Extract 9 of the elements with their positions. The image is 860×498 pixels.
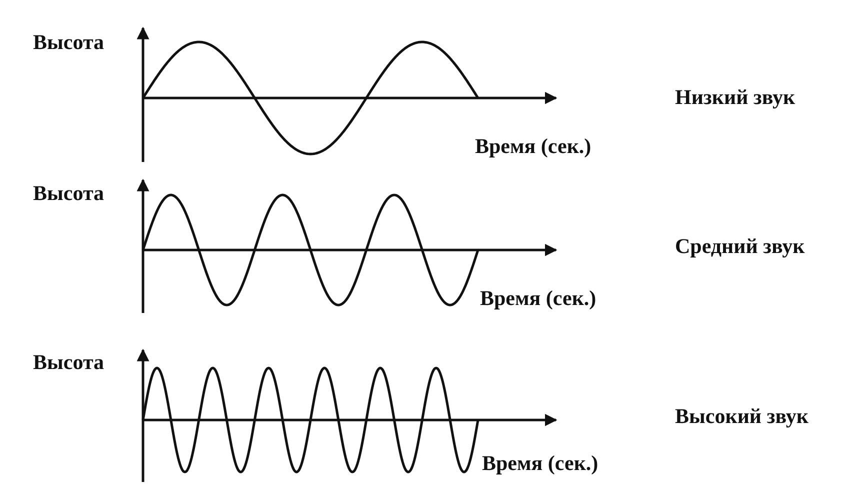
sound-label: Высокий звук <box>675 406 808 427</box>
axis-label: Высота <box>33 32 104 53</box>
axis-label: Высота <box>33 183 104 204</box>
axis-label: Время (сек.) <box>480 288 596 309</box>
sound-label: Средний звук <box>675 236 805 257</box>
axis-label: Высота <box>33 352 104 373</box>
axis-label: Время (сек.) <box>475 136 592 157</box>
sound-label: Низкий звук <box>675 87 796 108</box>
axis-label: Время (сек.) <box>482 453 598 474</box>
